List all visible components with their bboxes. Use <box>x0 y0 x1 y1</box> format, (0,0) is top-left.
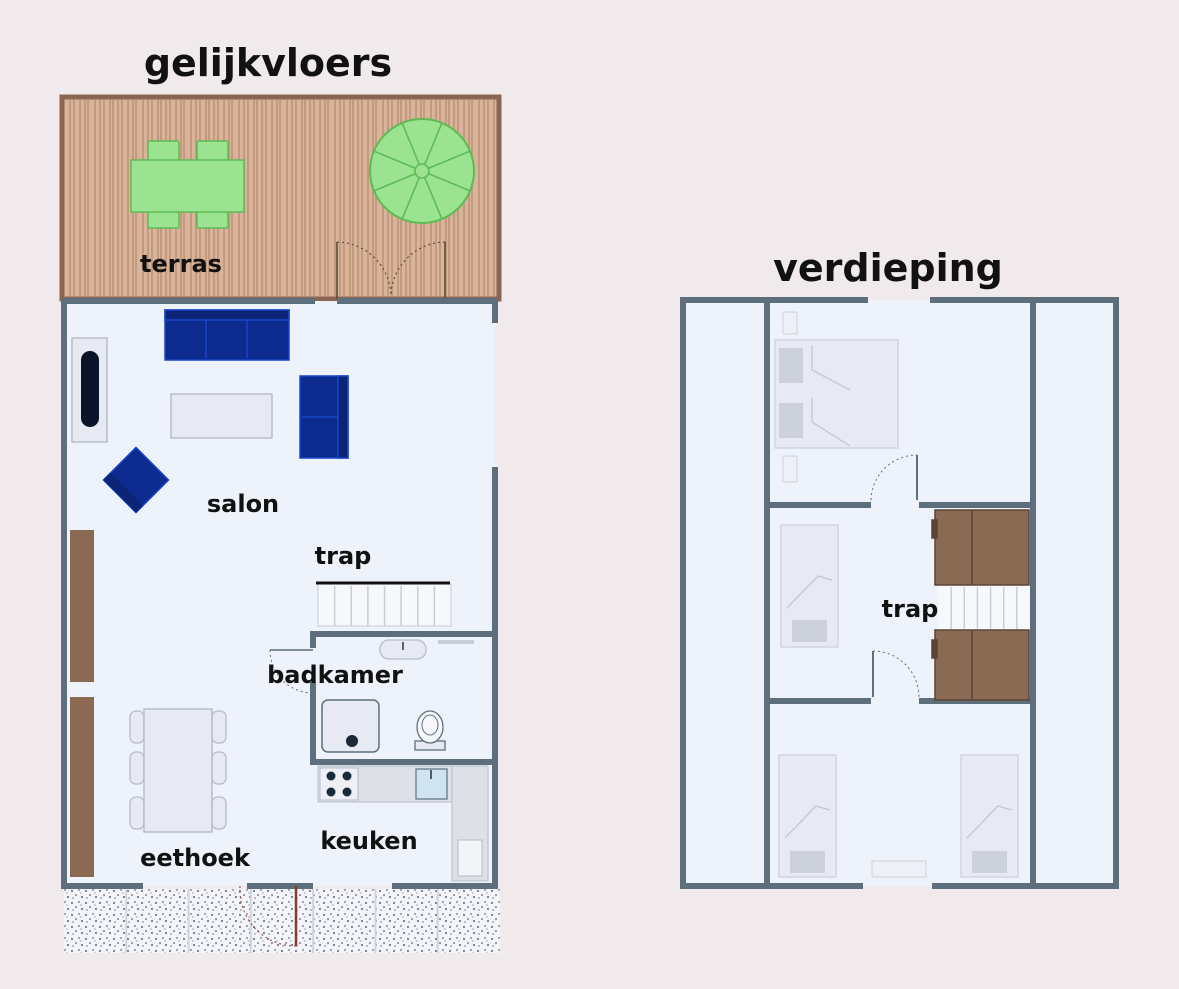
chair-icon <box>211 751 227 785</box>
front-door-icon <box>239 885 298 947</box>
sofa-icon <box>164 309 290 361</box>
staircase-icon <box>316 581 452 627</box>
kitchen-sink-icon <box>415 768 448 800</box>
room-label-terras: terras <box>140 250 222 278</box>
ground-floor-walls <box>61 298 498 889</box>
single-bed-left-icon <box>778 754 837 878</box>
bathroom-sink-icon <box>379 639 474 660</box>
window-sills <box>70 530 94 877</box>
chair-icon <box>129 796 145 830</box>
upper-doors <box>870 454 920 698</box>
chair-icon <box>129 710 145 744</box>
single-bed-right-icon <box>960 754 1019 878</box>
bench-icon <box>871 860 927 878</box>
ground-floor-title: gelijkvloers <box>144 41 392 85</box>
room-label-eethoek: eethoek <box>140 844 251 872</box>
upper-floor-walls <box>680 297 1119 889</box>
upper-floor-interior <box>683 300 1116 886</box>
chair-icon <box>211 710 227 744</box>
terrace-door-icon <box>336 241 446 299</box>
sofa-side-icon <box>299 375 349 459</box>
room-label-keuken: keuken <box>320 827 417 855</box>
upper-staircase-icon <box>938 585 1030 630</box>
gravel-path <box>64 889 500 953</box>
room-label-trap-ground: trap <box>315 542 372 570</box>
wardrobe-icon <box>931 509 1030 701</box>
dining-table-icon <box>129 708 227 833</box>
chair-icon <box>211 796 227 830</box>
chair-icon <box>129 751 145 785</box>
room-label-salon: salon <box>207 490 279 518</box>
stove-icon <box>319 767 359 801</box>
single-bed-middle-icon <box>780 524 839 648</box>
garden-table-icon <box>130 140 245 229</box>
toilet-icon <box>414 710 446 751</box>
shower-icon <box>321 699 380 753</box>
fireplace-icon <box>71 337 108 443</box>
double-bed-icon <box>774 311 899 483</box>
bathroom-door-icon <box>269 649 314 694</box>
umbrella-icon <box>369 118 475 224</box>
coffee-table-icon <box>170 393 273 439</box>
room-label-trap-upper: trap <box>882 595 939 623</box>
upper-floor-title: verdieping <box>773 246 1003 290</box>
armchair-icon <box>102 446 170 514</box>
room-label-badkamer: badkamer <box>267 661 403 689</box>
